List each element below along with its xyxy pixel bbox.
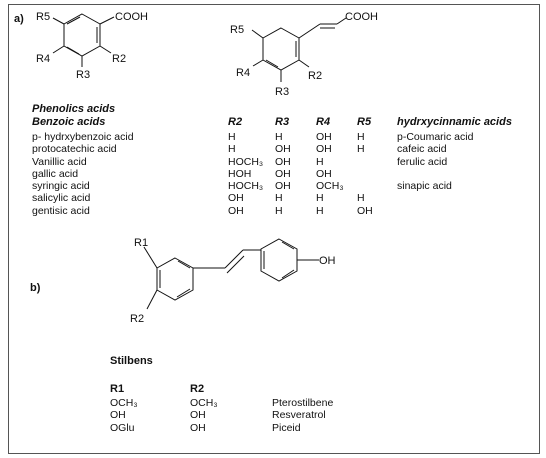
table-cell-r4: OCH₃	[316, 180, 344, 193]
s1-r2-label: R2	[112, 53, 126, 65]
table-cell-r5: H	[357, 143, 365, 156]
stilbene-r1-label: R1	[134, 237, 148, 249]
table-cell-r2: HOH	[228, 167, 252, 180]
table-cell-r4: OH	[316, 143, 332, 156]
table-cell-cinnamic: sinapic acid	[397, 180, 452, 193]
stilbene-header-r2: R2	[190, 383, 205, 395]
stilbene-oh-label: OH	[319, 255, 336, 267]
table-cell-r2: HOCH₃	[228, 155, 264, 168]
s2-r2-label: R2	[308, 70, 322, 82]
table-cell-r2: H	[228, 143, 236, 156]
stilbene-column-name: Pterostilbene Resveratrol Piceid	[272, 397, 333, 434]
stilbene-cell-r2: OCH₃	[190, 397, 218, 409]
s2-r5-label: R5	[230, 24, 244, 36]
table-cell-r4: H	[316, 204, 324, 217]
stilbene-cell-r1: OH	[110, 409, 126, 422]
table-row-name: protocatechic acid	[32, 143, 117, 156]
s2-r3-label: R3	[275, 86, 289, 98]
s2-acid-label: COOH	[345, 11, 378, 23]
table-cell-r3: OH	[275, 167, 291, 180]
s2-r4-label: R4	[236, 67, 250, 79]
cinnamic-acid-structure: COOH R2 R3 R4 R5	[230, 11, 378, 98]
column-r2: H H HOCH₃ HOH HOCH₃ OH OH	[228, 131, 263, 217]
stilbene-cell-r1: OCH₃	[110, 397, 138, 409]
stilbene-r2-label: R2	[130, 313, 144, 325]
table-cell-r3: OH	[275, 155, 291, 168]
table-cell-r2: OH	[228, 204, 244, 217]
s1-acid-label: COOH	[115, 11, 148, 23]
header-r5: R5	[357, 116, 372, 128]
table-cell-r4: H	[316, 155, 324, 168]
table-cell-r5: H	[357, 131, 365, 143]
column-r5: H H H OH	[357, 131, 373, 217]
s1-r5-label: R5	[36, 11, 50, 23]
header-r3: R3	[275, 116, 290, 128]
column-r3: H OH OH OH OH H H	[275, 131, 291, 217]
s1-r4-label: R4	[36, 53, 50, 65]
s1-r3-label: R3	[76, 69, 90, 81]
table-row-name: p- hydrxybenzoic acid	[32, 131, 134, 143]
table-row-name: gallic acid	[32, 167, 79, 180]
stilbene-column-r2: OCH₃ OH OH	[190, 397, 218, 434]
table-cell-cinnamic: p-Coumaric acid	[397, 131, 474, 143]
header-benzoic: Benzoic acids	[32, 116, 106, 128]
header-hydroxycinnamic: hydrxycinnamic acids	[397, 116, 512, 128]
stilbene-cell-r2: OH	[190, 421, 206, 434]
stilbene-column-r1: OCH₃ OH OGlu	[110, 397, 138, 434]
stilbene-header-r1: R1	[110, 383, 125, 395]
column-hydroxycinnamic: p-Coumaric acid cafeic acid ferulic acid…	[397, 131, 473, 217]
phenolics-title: Phenolics acids	[32, 103, 116, 115]
panel-b-label: b)	[30, 282, 41, 294]
table-cell-r2: OH	[228, 192, 244, 205]
table-row-name: salicylic acid	[32, 192, 91, 205]
header-r2: R2	[228, 116, 243, 128]
table-cell-r4: OH	[316, 131, 332, 143]
table-cell-r3: H	[275, 204, 283, 217]
benzoic-acid-structure: COOH R2 R3 R4 R5	[36, 11, 148, 81]
figure-frame	[8, 4, 540, 454]
table-cell-cinnamic: cafeic acid	[397, 143, 447, 156]
stilbene-cell-r1: OGlu	[110, 421, 135, 434]
header-r4: R4	[316, 116, 331, 128]
table-row-name: gentisic acid	[32, 204, 90, 217]
table-row-name: syringic acid	[32, 180, 90, 193]
table-cell-r3: H	[275, 192, 283, 205]
table-cell-r3: H	[275, 131, 283, 143]
table-cell-r2: H	[228, 131, 236, 143]
stilbene-cell-name: Pterostilbene	[272, 397, 334, 409]
table-cell-r3: OH	[275, 143, 291, 156]
table-cell-r4: H	[316, 192, 324, 205]
table-cell-r2: HOCH₃	[228, 180, 264, 193]
table-cell-r4: OH	[316, 167, 332, 180]
stilbene-cell-name: Piceid	[272, 421, 301, 434]
table-cell-r5: OH	[357, 204, 373, 217]
stilbene-cell-name: Resveratrol	[272, 409, 326, 422]
table-cell-cinnamic: ferulic acid	[397, 155, 448, 168]
table-row-name: Vanillic acid	[32, 155, 87, 168]
stilbene-cell-r2: OH	[190, 409, 206, 422]
table-cell-r5: H	[357, 192, 365, 205]
column-r4: OH OH H OH OCH₃ H H	[316, 131, 344, 217]
table-cell-r3: OH	[275, 180, 291, 193]
panel-a-label: a)	[14, 13, 24, 25]
stilbens-title: Stilbens	[110, 355, 153, 367]
column-acid-names: p- hydrxybenzoic acid protocatechic acid…	[32, 131, 134, 217]
